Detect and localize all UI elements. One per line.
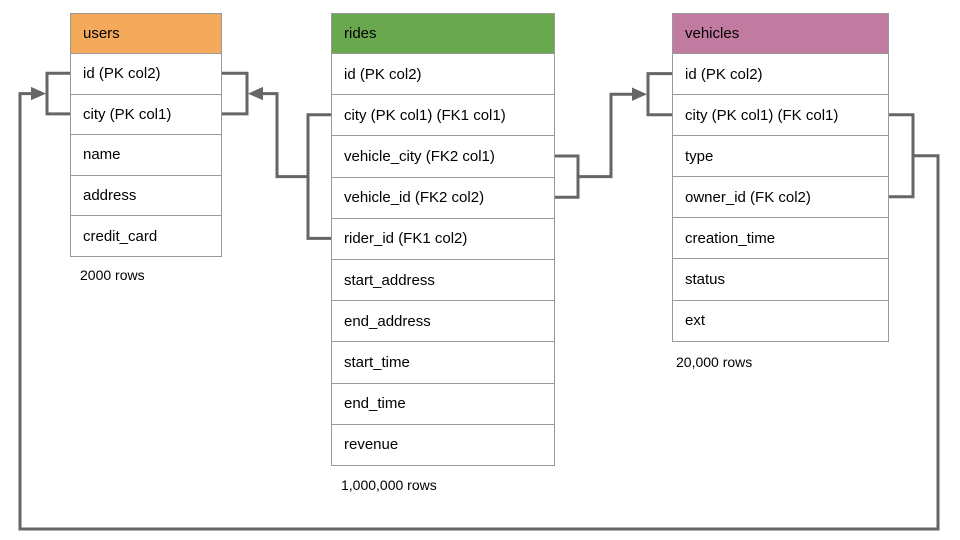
vehicles-column-row: city (PK col1) (FK col1) <box>673 94 888 136</box>
users-column-row: id (PK col2) <box>71 53 221 94</box>
rides-row-count-label: 1,000,000 rows <box>341 477 437 493</box>
arrowhead-left-icon <box>248 86 263 101</box>
rides-column-row: rider_id (FK1 col2) <box>332 217 554 259</box>
rides-column-row: start_time <box>332 341 554 383</box>
connector-line <box>578 92 633 179</box>
rides-column-row: revenue <box>332 423 554 465</box>
table-rides-header: rides <box>332 14 554 53</box>
table-users: users id (PK col2) city (PK col1) name a… <box>70 13 222 257</box>
connector-line <box>262 92 308 179</box>
users-right-bracket-line <box>220 71 249 116</box>
vehicles-column-row: type <box>673 135 888 177</box>
users-row-count-label: 2000 rows <box>80 267 145 283</box>
users-column-row: name <box>71 134 221 175</box>
rides-column-row: vehicle_city (FK2 col1) <box>332 135 554 177</box>
vehicles-column-row: owner_id (FK col2) <box>673 176 888 218</box>
rides-column-row: end_address <box>332 300 554 342</box>
vehicles-left-bracket-line <box>646 72 672 117</box>
rides-column-row: vehicle_id (FK2 col2) <box>332 176 554 218</box>
arrowhead-right-icon <box>632 87 647 101</box>
vehicles-right-bracket-line <box>887 113 915 199</box>
arrowhead-right-icon <box>31 86 46 101</box>
fk-connector-rides-to-vehicles <box>553 72 672 199</box>
vehicles-column-row: creation_time <box>673 217 888 259</box>
rides-column-row: city (PK col1) (FK1 col1) <box>332 94 554 136</box>
users-column-row: credit_card <box>71 215 221 256</box>
vehicles-row-count-label: 20,000 rows <box>676 354 753 370</box>
rides-column-row: id (PK col2) <box>332 53 554 95</box>
users-left-bracket-line <box>45 71 70 116</box>
table-vehicles-header: vehicles <box>673 14 888 53</box>
vehicles-column-row: status <box>673 258 888 300</box>
rides-left-bracket-line <box>306 113 331 240</box>
rides-column-row: end_time <box>332 382 554 424</box>
vehicles-column-row: id (PK col2) <box>673 53 888 95</box>
table-users-header: users <box>71 14 221 53</box>
vehicles-column-row: ext <box>673 299 888 341</box>
rides-column-row: start_address <box>332 258 554 301</box>
fk-connector-rides-to-users <box>220 71 331 240</box>
table-rides: rides id (PK col2) city (PK col1) (FK1 c… <box>331 13 555 466</box>
table-vehicles: vehicles id (PK col2) city (PK col1) (FK… <box>672 13 889 342</box>
rides-right-bracket-line <box>553 154 580 199</box>
users-column-row: city (PK col1) <box>71 93 221 135</box>
users-column-row: address <box>71 174 221 216</box>
